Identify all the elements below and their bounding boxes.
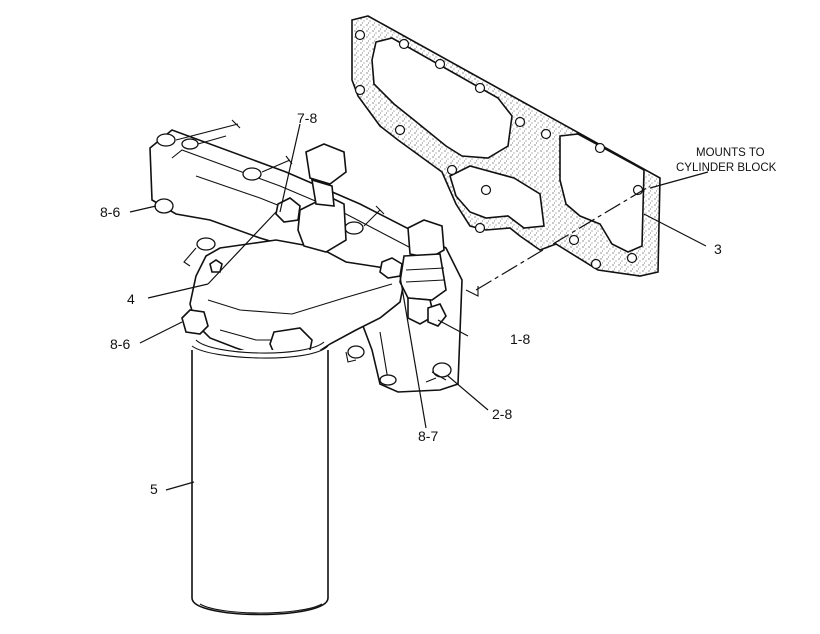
callout-7-8: 7-8 (297, 110, 317, 126)
oil-filter (191, 339, 329, 616)
callout-1-8: 1-8 (510, 331, 530, 347)
leader-lines (129, 123, 709, 491)
mounts-note-line-1: MOUNTS TO (696, 147, 765, 159)
callout-2-8: 2-8 (492, 406, 512, 422)
callout-5: 5 (150, 481, 158, 497)
top-fitting (275, 143, 347, 253)
callout-8-6-lower: 8-6 (110, 336, 130, 352)
callout-3: 3 (714, 241, 722, 257)
callout-8-7: 8-7 (418, 428, 438, 444)
callout-8-6-upper: 8-6 (100, 204, 120, 220)
callout-4: 4 (127, 291, 135, 307)
bypass-valve (399, 219, 447, 327)
stud-bolts (154, 119, 479, 386)
mounts-note-line-2: CYLINDER BLOCK (676, 162, 777, 174)
gasket (351, 15, 661, 277)
